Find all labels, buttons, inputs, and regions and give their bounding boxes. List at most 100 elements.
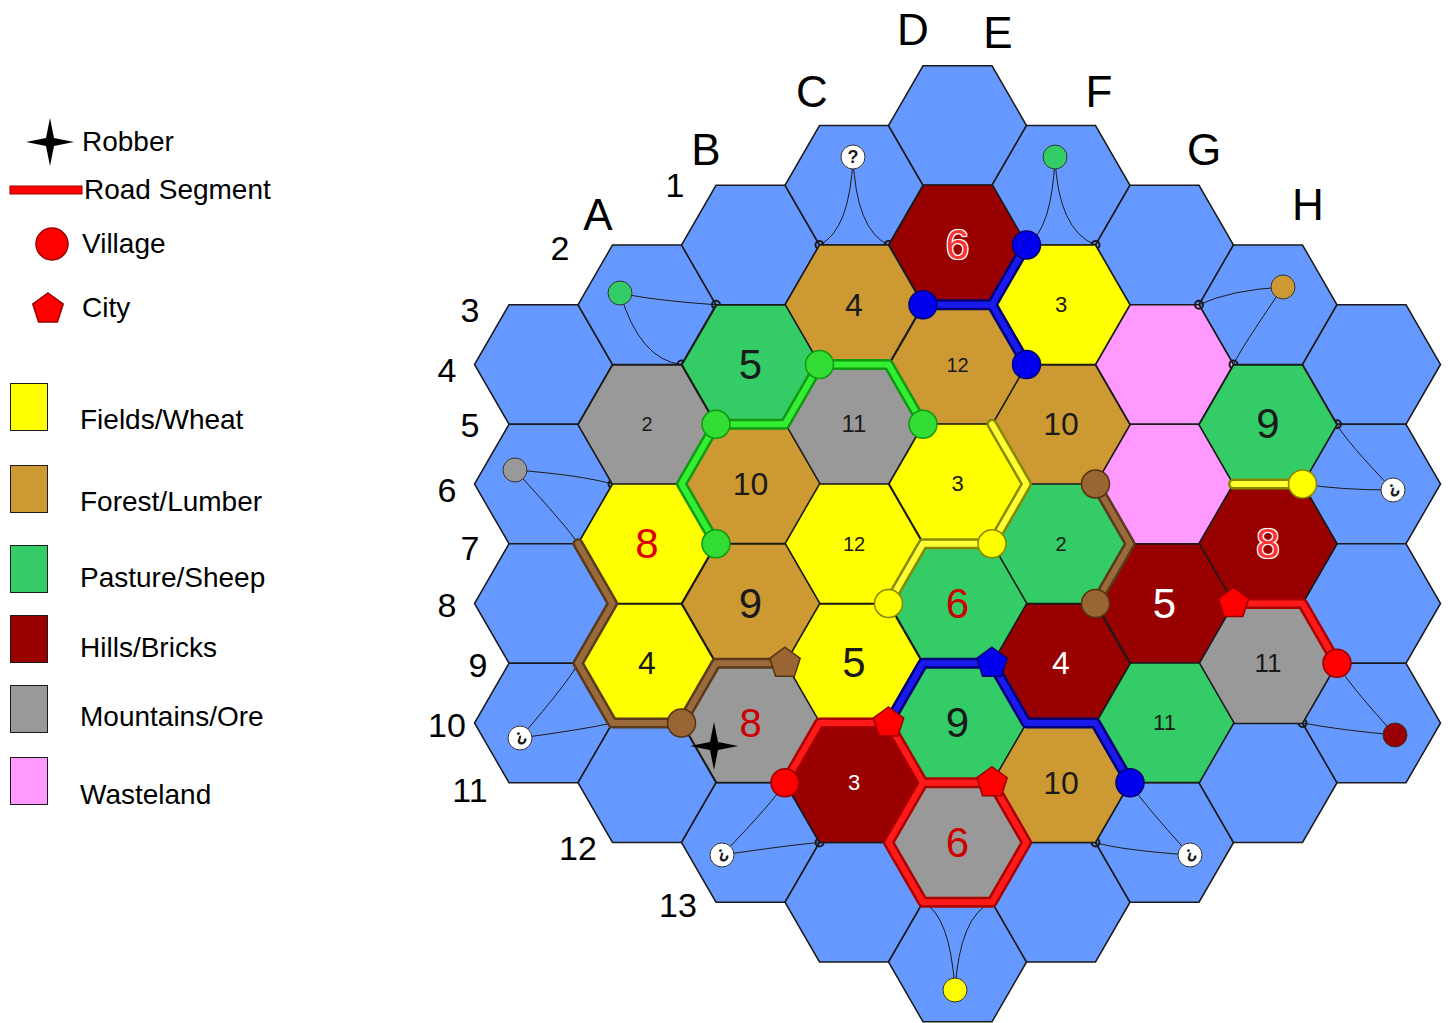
row-number: 3 — [461, 291, 480, 329]
village — [771, 769, 799, 797]
legend-entry: Village — [82, 230, 166, 258]
harbor-circle — [508, 726, 532, 750]
number-token: 11 — [1153, 712, 1176, 734]
row-number: 10 — [428, 706, 466, 744]
row-number: 1 — [666, 166, 685, 204]
row-number: 11 — [452, 771, 487, 809]
column-letter: D — [897, 5, 929, 54]
grid-label: F — [1086, 70, 1113, 114]
harbor-line — [520, 723, 613, 738]
harbor-line — [722, 843, 820, 856]
grid-label: D — [897, 8, 929, 52]
harbor-token — [1271, 275, 1295, 299]
grid-label: H — [1292, 183, 1324, 227]
city-symbol — [33, 293, 63, 322]
column-letter: A — [583, 190, 612, 239]
column-letter: E — [983, 8, 1012, 57]
harbor-line — [955, 902, 992, 990]
road-segment — [889, 783, 1027, 903]
harbor-token: ? — [1380, 477, 1406, 503]
road-outline — [682, 365, 924, 544]
legend-entry: Fields/Wheat — [80, 406, 243, 434]
village — [909, 291, 937, 319]
city — [977, 647, 1007, 676]
legend-entry: Wasteland — [80, 781, 211, 809]
grid-label: 4 — [438, 353, 457, 387]
legend-swatch — [10, 615, 48, 663]
row-number: 12 — [559, 829, 597, 867]
grid-label: 11 — [452, 773, 487, 807]
harbor-token: ? — [507, 725, 533, 751]
road-outline — [1096, 484, 1131, 604]
robber-symbol — [26, 118, 74, 166]
number-token: 12 — [843, 534, 865, 554]
legend-entry: Road Segment — [84, 176, 271, 204]
legend-entry: Mountains/Ore — [80, 703, 264, 731]
harbor-line — [620, 293, 682, 365]
number-token: 3 — [1055, 294, 1067, 316]
harbor-marks — [574, 241, 1341, 906]
grid-label: C — [796, 70, 828, 114]
legend-entry: City — [82, 294, 130, 322]
legend-swatch — [10, 685, 48, 733]
harbor-line — [515, 470, 578, 544]
village — [978, 530, 1006, 558]
harbor-circle — [1381, 478, 1405, 502]
harbor-mark — [1195, 301, 1203, 309]
city — [873, 707, 903, 736]
city — [977, 767, 1007, 796]
row-number: 4 — [438, 351, 457, 389]
number-token: 5 — [842, 642, 865, 684]
number-token: 9 — [1256, 403, 1279, 445]
village-symbol — [36, 228, 68, 260]
harbor-line — [923, 902, 955, 990]
number-token: 11 — [842, 412, 867, 436]
terrain-hex: 9 — [1199, 365, 1337, 485]
road-outline — [578, 544, 785, 723]
row-number: 7 — [461, 529, 480, 567]
number-token: 10 — [1043, 408, 1079, 440]
village — [1289, 470, 1317, 498]
harbor-circle — [841, 145, 865, 169]
column-letter: B — [691, 125, 720, 174]
village — [702, 410, 730, 438]
hex-outline — [1199, 365, 1337, 485]
number-token: 5 — [1153, 583, 1176, 625]
number-token: 6 — [946, 583, 969, 625]
number-token: 10 — [1043, 767, 1079, 799]
village — [1082, 470, 1110, 498]
number-token: 6 — [946, 224, 969, 266]
settlements — [668, 231, 1352, 797]
grid-label: 10 — [428, 708, 466, 742]
grid-label: G — [1187, 128, 1221, 172]
legend-swatch — [10, 757, 48, 805]
harbor-lines — [515, 157, 1395, 990]
number-token: 3 — [951, 473, 963, 495]
column-letter: G — [1187, 125, 1221, 174]
harbor-line — [1199, 287, 1283, 305]
grid-label: 7 — [461, 531, 480, 565]
grid-label: 13 — [659, 888, 697, 922]
column-letter: C — [796, 67, 828, 116]
grid-label: 3 — [461, 293, 480, 327]
village — [1116, 769, 1144, 797]
row-number: 5 — [461, 406, 480, 444]
legend-entry: Robber — [82, 128, 174, 156]
village — [668, 709, 696, 737]
harbor-token: ? — [840, 144, 866, 170]
legend-text: Village — [82, 228, 166, 259]
road-outline — [889, 663, 1131, 783]
village — [1013, 351, 1041, 379]
legend-text: Robber — [82, 126, 174, 157]
legend-text: Fields/Wheat — [80, 404, 243, 435]
village — [875, 590, 903, 618]
grid-label: A — [583, 193, 612, 237]
harbor-mark: ? — [848, 148, 859, 166]
village — [1013, 231, 1041, 259]
harbor-line — [1303, 723, 1396, 735]
road-symbol — [10, 186, 82, 194]
number-token: 9 — [946, 702, 969, 744]
number-token: 3 — [848, 772, 860, 794]
legend-text: Forest/Lumber — [80, 486, 262, 517]
legend-swatch — [10, 383, 48, 431]
